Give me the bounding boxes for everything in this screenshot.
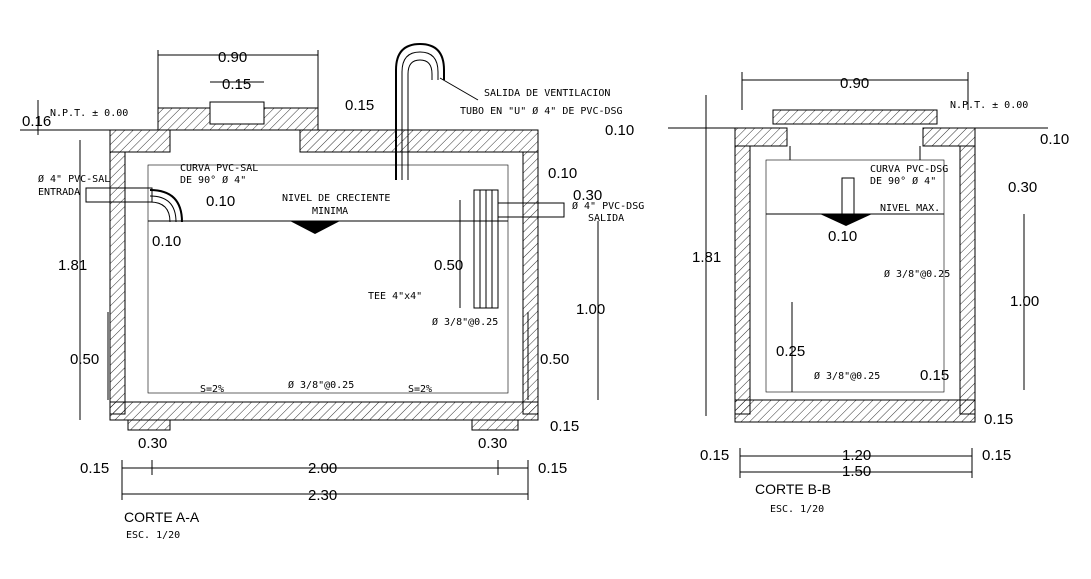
a-rebar-wall: Ø 3/8"@0.25 <box>432 316 498 328</box>
a-outlet-line2: SALIDA <box>588 213 624 224</box>
b-npt-label: N.P.T. ± 0.00 <box>950 100 1028 111</box>
b-curve-line2: DE 90° Ø 4" <box>870 175 936 187</box>
a-dim-tee-length: 0.50 <box>434 257 463 274</box>
outlet-pipe <box>497 202 565 218</box>
a-tee-label: TEE 4"x4" <box>368 291 422 302</box>
a-dim-vent-offset: 0.15 <box>345 97 374 114</box>
a-curve-line1: CURVA PVC-SAL <box>180 163 258 174</box>
b-dim-outer-width: 1.50 <box>842 463 871 480</box>
a-dim-npt-slab: 0.16 <box>22 113 51 130</box>
b-curve-line1: CURVA PVC-DSG <box>870 164 948 175</box>
b-dim-water-depth: 1.00 <box>1010 293 1039 310</box>
b-wall-right <box>959 145 976 415</box>
a-curve-line2: DE 90° Ø 4" <box>180 174 246 186</box>
b-dim-top-width: 0.90 <box>840 75 869 92</box>
b-rebar-floor: Ø 3/8"@0.25 <box>814 370 880 382</box>
b-scale: ESC. 1/20 <box>770 504 824 515</box>
a-dim-footing-right: 0.30 <box>478 435 507 452</box>
b-level-marker <box>820 214 872 226</box>
a-dim-wall-top-right: 0.10 <box>548 165 577 182</box>
wall-left <box>109 151 126 415</box>
a-slope-right: S=2% <box>408 384 432 395</box>
top-slab-right <box>299 129 539 153</box>
a-slope-left: S=2% <box>200 384 224 395</box>
b-wall-left <box>734 145 751 415</box>
a-dim-base-left: 0.50 <box>70 351 99 368</box>
vent-pipe <box>395 42 445 180</box>
a-dim-bottom-slab: 0.15 <box>550 418 579 435</box>
a-vent-line2: TUBO EN "U" Ø 4" DE PVC-DSG <box>460 105 623 117</box>
section-b-drawing <box>668 72 1048 478</box>
b-top-slab-right <box>922 127 976 147</box>
a-vent-line1: SALIDA DE VENTILACION <box>484 88 610 99</box>
a-rebar-floor: Ø 3/8"@0.25 <box>288 379 354 391</box>
a-outlet-line1: Ø 4" PVC-DSG <box>572 200 644 212</box>
a-dim-top-width: 0.90 <box>218 49 247 66</box>
a-dim-water-depth: 1.00 <box>576 301 605 318</box>
a-dim-inner-width: 2.00 <box>308 460 337 477</box>
a-dim-total-height: 1.81 <box>58 257 87 274</box>
a-scale: ESC. 1/20 <box>126 530 180 541</box>
a-dim-outlet-drop: 0.30 <box>573 187 602 204</box>
b-dim-base: 0.25 <box>776 343 805 360</box>
a-inlet-line1: Ø 4" PVC-SAL <box>38 173 110 185</box>
b-dim-curve-drop: 0.10 <box>828 228 857 245</box>
a-dim-wall-right: 0.15 <box>538 460 567 477</box>
inlet-pipe <box>85 187 153 203</box>
b-level-label: NIVEL MAX. <box>880 203 940 214</box>
b-curve-pipe <box>841 177 855 219</box>
lid-cover <box>209 101 265 125</box>
b-dim-bottom-slab: 0.15 <box>984 411 1013 428</box>
footing-left <box>127 419 171 431</box>
b-dim-total-height: 1.81 <box>692 249 721 266</box>
a-inlet-line2: ENTRADA <box>38 187 80 198</box>
a-level-line2: MINIMA <box>312 206 348 217</box>
b-rebar-wall: Ø 3/8"@0.25 <box>884 268 950 280</box>
a-dim-slab-right: 0.10 <box>605 122 634 139</box>
section-a-drawing <box>20 42 599 500</box>
b-top-slab-left <box>734 127 788 147</box>
a-title: CORTE A-A <box>124 509 200 525</box>
a-dim-wall-left: 0.15 <box>80 460 109 477</box>
b-dim-wall-left: 0.15 <box>700 447 729 464</box>
b-dim-slab-thk: 0.10 <box>1040 131 1069 148</box>
b-dim-outlet-drop: 0.30 <box>1008 179 1037 196</box>
b-dim-wall-right: 0.15 <box>982 447 1011 464</box>
b-title: CORTE B-B <box>755 481 831 497</box>
a-dim-inlet-drop: 0.10 <box>206 193 235 210</box>
a-npt-label: N.P.T. ± 0.00 <box>50 108 128 119</box>
a-dim-inlet-drop2: 0.10 <box>152 233 181 250</box>
bottom-slab <box>109 401 539 421</box>
footing-right <box>471 419 519 431</box>
a-dim-base-right: 0.50 <box>540 351 569 368</box>
b-bottom-slab <box>734 399 976 423</box>
a-dim-outer-width: 2.30 <box>308 487 337 504</box>
b-dim-inner-width: 1.20 <box>842 447 871 464</box>
wall-right <box>522 151 539 415</box>
b-dim-floor-cover: 0.15 <box>920 367 949 384</box>
inlet-curve <box>149 189 183 223</box>
b-lid-slab <box>772 109 938 125</box>
level-marker <box>290 221 340 234</box>
a-dim-lid-width: 0.15 <box>222 76 251 93</box>
a-dim-footing-left: 0.30 <box>138 435 167 452</box>
top-slab-left <box>109 129 171 153</box>
a-level-line1: NIVEL DE CRECIENTE <box>282 193 390 204</box>
